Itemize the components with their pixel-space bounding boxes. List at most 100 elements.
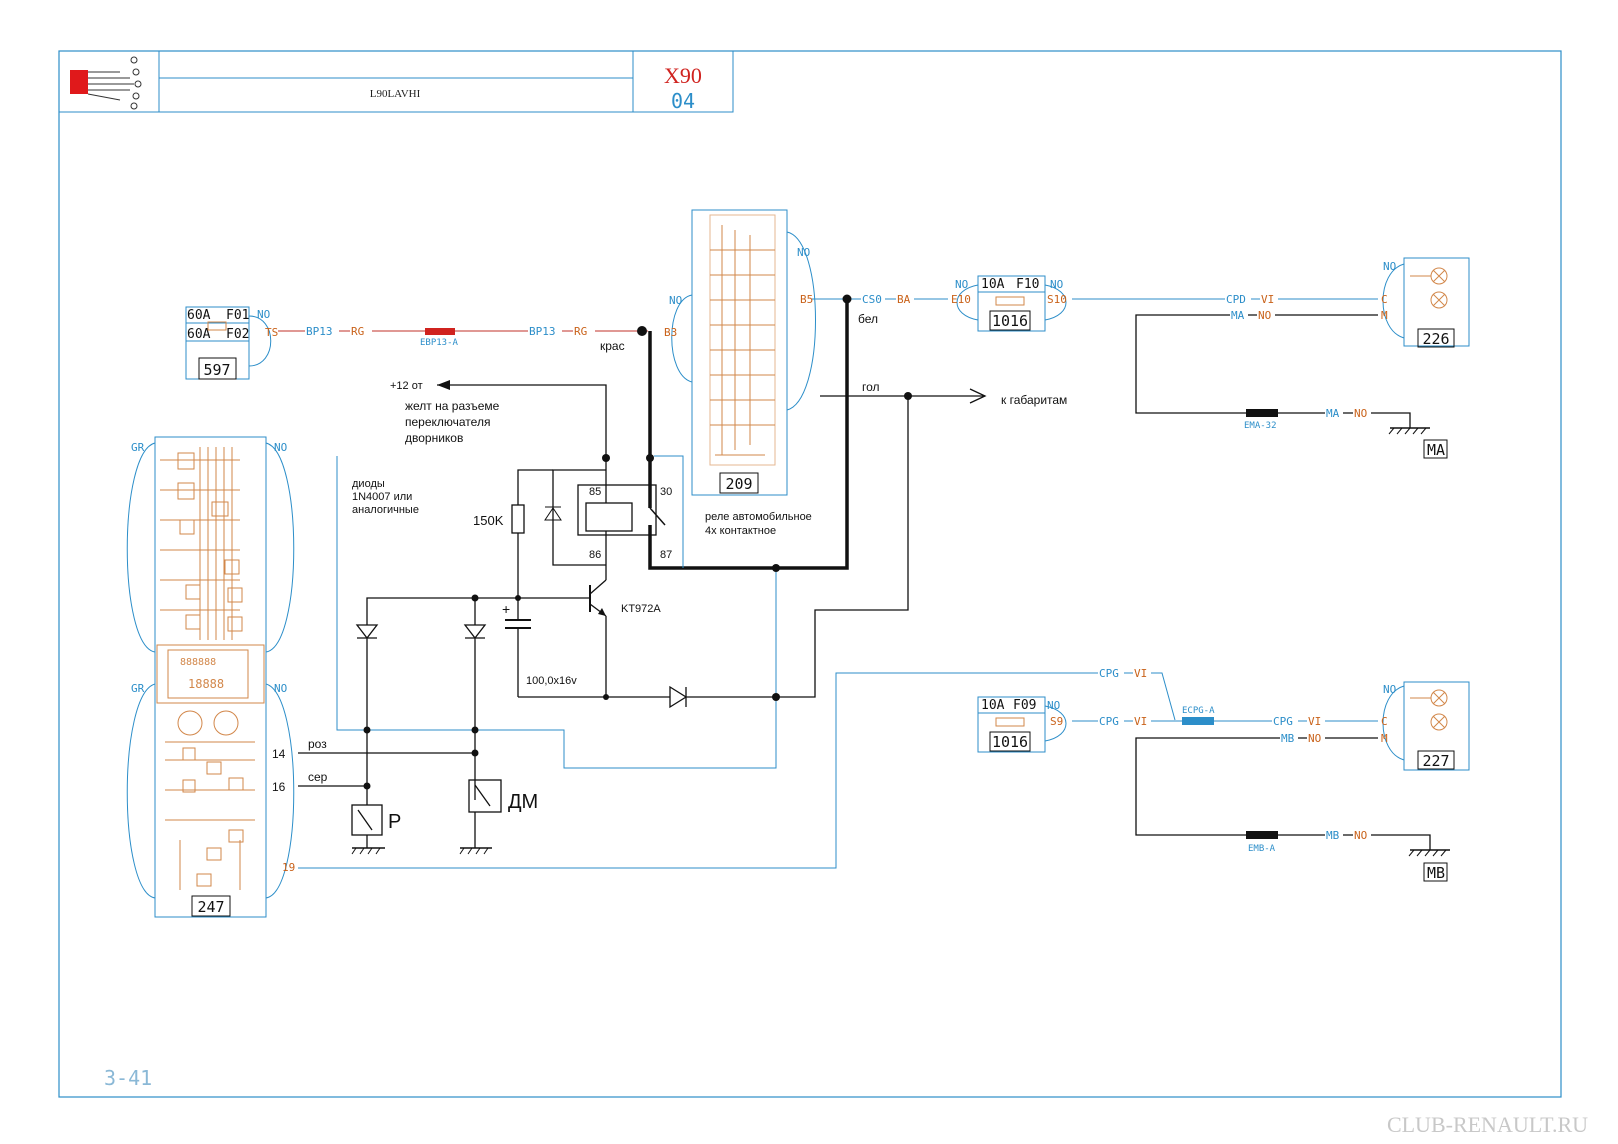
svg-text:MB: MB (1326, 829, 1340, 842)
svg-text:NO: NO (955, 278, 968, 291)
svg-text:S9: S9 (1050, 715, 1063, 728)
resistor-icon (511, 504, 525, 534)
svg-text:EBP13-A: EBP13-A (420, 338, 459, 348)
svg-text:NO: NO (669, 294, 682, 307)
svg-text:роз: роз (308, 737, 327, 751)
svg-text:RG: RG (351, 325, 364, 338)
sheet-frame (58, 50, 1562, 1098)
svg-text:30: 30 (660, 486, 672, 498)
svg-text:M: M (1381, 732, 1388, 745)
svg-text:RG: RG (574, 325, 587, 338)
svg-text:к габаритам: к габаритам (1001, 393, 1067, 407)
wire-cpd: CPD VI MA NO EMA-32 MA NO (1072, 292, 1411, 431)
splice-ema-icon (1246, 409, 1278, 417)
svg-text:желт на разъеме: желт на разъеме (405, 399, 500, 413)
svg-text:18888: 18888 (188, 677, 224, 691)
diode-icon (463, 624, 487, 640)
svg-text:дворников: дворников (405, 431, 463, 445)
svg-text:247: 247 (197, 898, 224, 916)
svg-text:VI: VI (1134, 715, 1147, 728)
svg-text:EMA-32: EMA-32 (1244, 421, 1277, 431)
component-597: 597 60A F01 60A F02 NO TS (185, 306, 278, 380)
svg-text:бел: бел (858, 312, 878, 326)
svg-text:CPG: CPG (1099, 715, 1119, 728)
svg-text:TS: TS (265, 326, 278, 339)
diode-icon (355, 624, 379, 640)
svg-text:C: C (1381, 715, 1388, 728)
svg-text:10A: 10A (981, 698, 1005, 713)
svg-text:MB: MB (1427, 864, 1445, 882)
svg-text:VI: VI (1261, 293, 1274, 306)
svg-text:NO: NO (1050, 278, 1063, 291)
svg-text:гол: гол (862, 380, 880, 394)
svg-text:B5: B5 (800, 293, 813, 306)
svg-text:BP13: BP13 (306, 325, 333, 338)
svg-text:NO: NO (1354, 407, 1367, 420)
svg-text:888888: 888888 (180, 657, 216, 668)
svg-text:CPD: CPD (1226, 293, 1246, 306)
switch-p-icon (351, 804, 383, 836)
lamp-icon (1430, 713, 1448, 731)
splice-ebp13-icon (425, 328, 455, 335)
svg-text:NO: NO (257, 308, 270, 321)
splice-emb-icon (1246, 831, 1278, 839)
splice-ecpg-icon (1182, 717, 1214, 725)
svg-text:60A: 60A (187, 327, 211, 342)
svg-text:10A: 10A (981, 277, 1005, 292)
svg-text:B3: B3 (664, 326, 677, 339)
svg-text:BP13: BP13 (529, 325, 556, 338)
svg-text:M: M (1381, 309, 1388, 322)
svg-text:диоды: диоды (352, 478, 385, 490)
annotations: +12 от желт на разъеме переключателя дво… (352, 380, 1067, 687)
connector-logo-icon (70, 70, 88, 94)
svg-text:CPG: CPG (1273, 715, 1293, 728)
wire-bp13: BP13 RG EBP13-A BP13 RG крас (278, 324, 648, 353)
svg-text:MA: MA (1326, 407, 1340, 420)
svg-text:реле автомобильное: реле автомобильное (705, 511, 812, 523)
svg-text:19: 19 (282, 861, 295, 874)
svg-text:14: 14 (272, 747, 286, 761)
svg-text:F10: F10 (1016, 277, 1039, 292)
svg-text:NO: NO (1383, 260, 1396, 273)
svg-text:226: 226 (1422, 330, 1449, 348)
component-226: 226 NO C M (1381, 257, 1470, 348)
doc-code: L90LAVHI (370, 88, 421, 100)
svg-text:NO: NO (1047, 699, 1060, 712)
svg-text:NO: NO (1354, 829, 1367, 842)
svg-text:крас: крас (600, 339, 625, 353)
sheet-number: 04 (671, 89, 695, 113)
ground-ma: MA (1388, 427, 1448, 459)
svg-text:16: 16 (272, 780, 286, 794)
svg-text:VI: VI (1134, 667, 1147, 680)
svg-text:NO: NO (274, 441, 287, 454)
svg-text:60A: 60A (187, 308, 211, 323)
component-247: 888888 18888 247 GR NO GR NO 14 16 19 (126, 436, 295, 918)
svg-text:1016: 1016 (992, 733, 1028, 751)
svg-text:+: + (502, 601, 510, 617)
svg-text:87: 87 (660, 549, 672, 561)
component-209: 209 NO NO B3 B5 (664, 209, 816, 496)
svg-text:CPG: CPG (1099, 667, 1119, 680)
added-circuit: + роз сер (298, 299, 987, 855)
svg-text:NO: NO (1258, 309, 1271, 322)
svg-text:F09: F09 (1013, 698, 1036, 713)
svg-text:MA: MA (1427, 441, 1445, 459)
watermark: CLUB-RENAULT.RU (1387, 1112, 1588, 1137)
svg-text:+12 от: +12 от (390, 380, 423, 392)
ground-mb: MB (1408, 849, 1450, 882)
svg-text:GR: GR (131, 441, 145, 454)
svg-text:F02: F02 (226, 327, 249, 342)
svg-text:F01: F01 (226, 308, 249, 323)
svg-text:209: 209 (725, 475, 752, 493)
svg-text:EMB-A: EMB-A (1248, 844, 1276, 854)
title-block: L90LAVHI X90 04 (58, 50, 734, 113)
lamp-icon (1430, 291, 1448, 309)
svg-text:E10: E10 (951, 293, 971, 306)
svg-text:NO: NO (274, 682, 287, 695)
switch-dm-icon (468, 779, 502, 813)
svg-text:VI: VI (1308, 715, 1321, 728)
wire-cs0: CS0 BA бел (812, 292, 948, 326)
wire-cpg: CPG VI CPG VI ECPG-A CPG VI MB NO EMB-A … (298, 666, 1431, 869)
svg-text:BA: BA (897, 293, 911, 306)
